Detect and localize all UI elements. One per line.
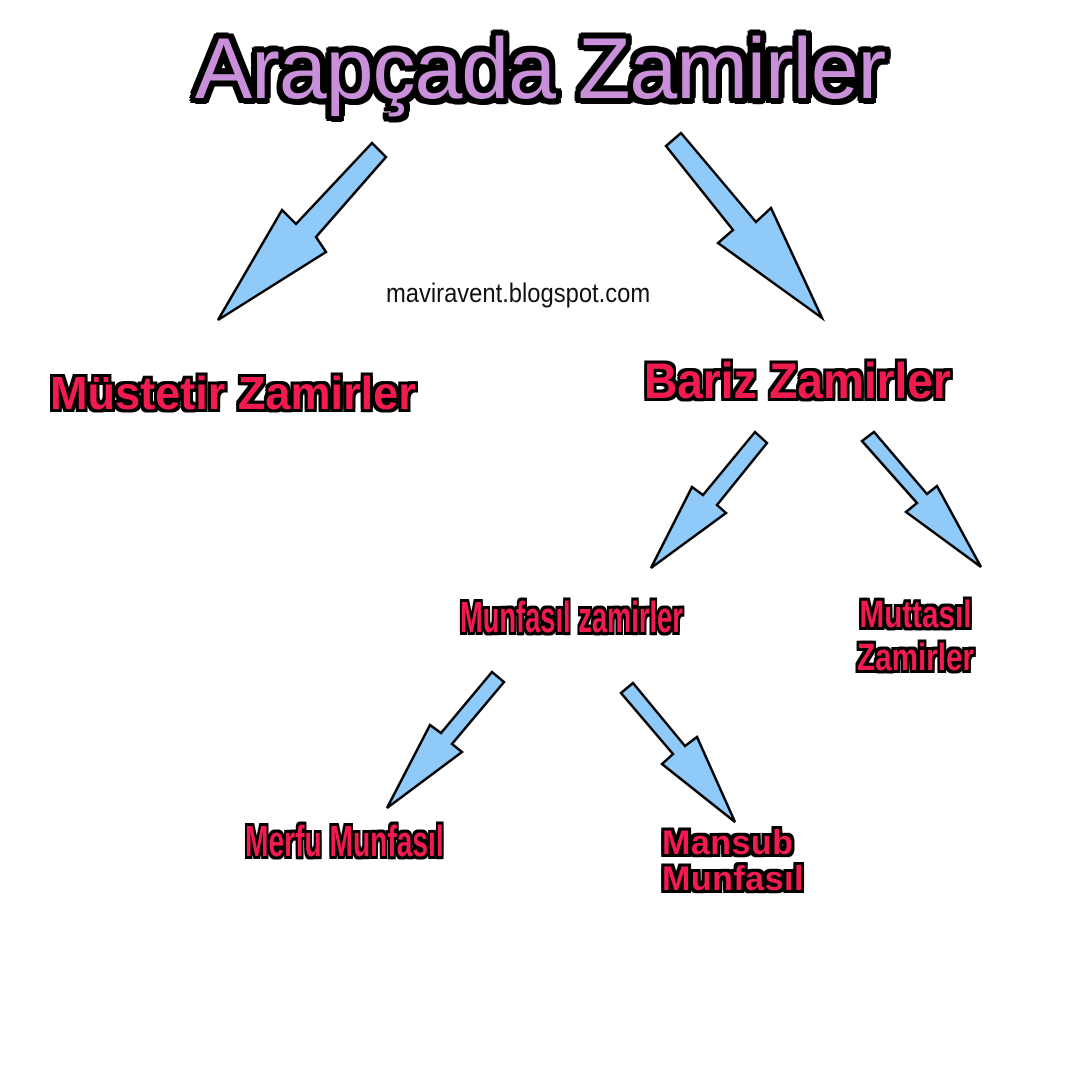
arrow-down-left-icon bbox=[649, 430, 769, 570]
node-mansub-line2: Munfasıl bbox=[662, 859, 804, 898]
node-munfasil-zamirler: Munfasıl zamirler bbox=[460, 593, 683, 642]
node-mansub-line1: Mansub bbox=[662, 824, 794, 862]
arrow-down-left-icon bbox=[216, 141, 388, 322]
watermark-text: maviravent.blogspot.com bbox=[386, 278, 651, 308]
arrow-down-right-icon bbox=[619, 681, 737, 823]
node-merfu-munfasil: Merfu Munfasıl bbox=[245, 817, 444, 866]
arrow-down-left-icon bbox=[385, 670, 506, 810]
node-muttasil-zamirler: Muttasıl Zamirler bbox=[857, 594, 974, 679]
node-muttasil-line1: Muttasıl bbox=[859, 594, 972, 636]
arrow-down-right-icon bbox=[860, 430, 983, 569]
diagram-title: Arapçada Zamirler bbox=[194, 21, 886, 117]
node-muttasil-line2: Zamirler bbox=[857, 636, 974, 679]
node-bariz-zamirler: Bariz Zamirler bbox=[644, 353, 951, 409]
node-mansub-munfasil: Mansub Munfasıl bbox=[662, 824, 804, 898]
node-mustetir-zamirler: Müstetir Zamirler bbox=[50, 367, 416, 419]
arrow-down-right-icon bbox=[664, 131, 826, 322]
